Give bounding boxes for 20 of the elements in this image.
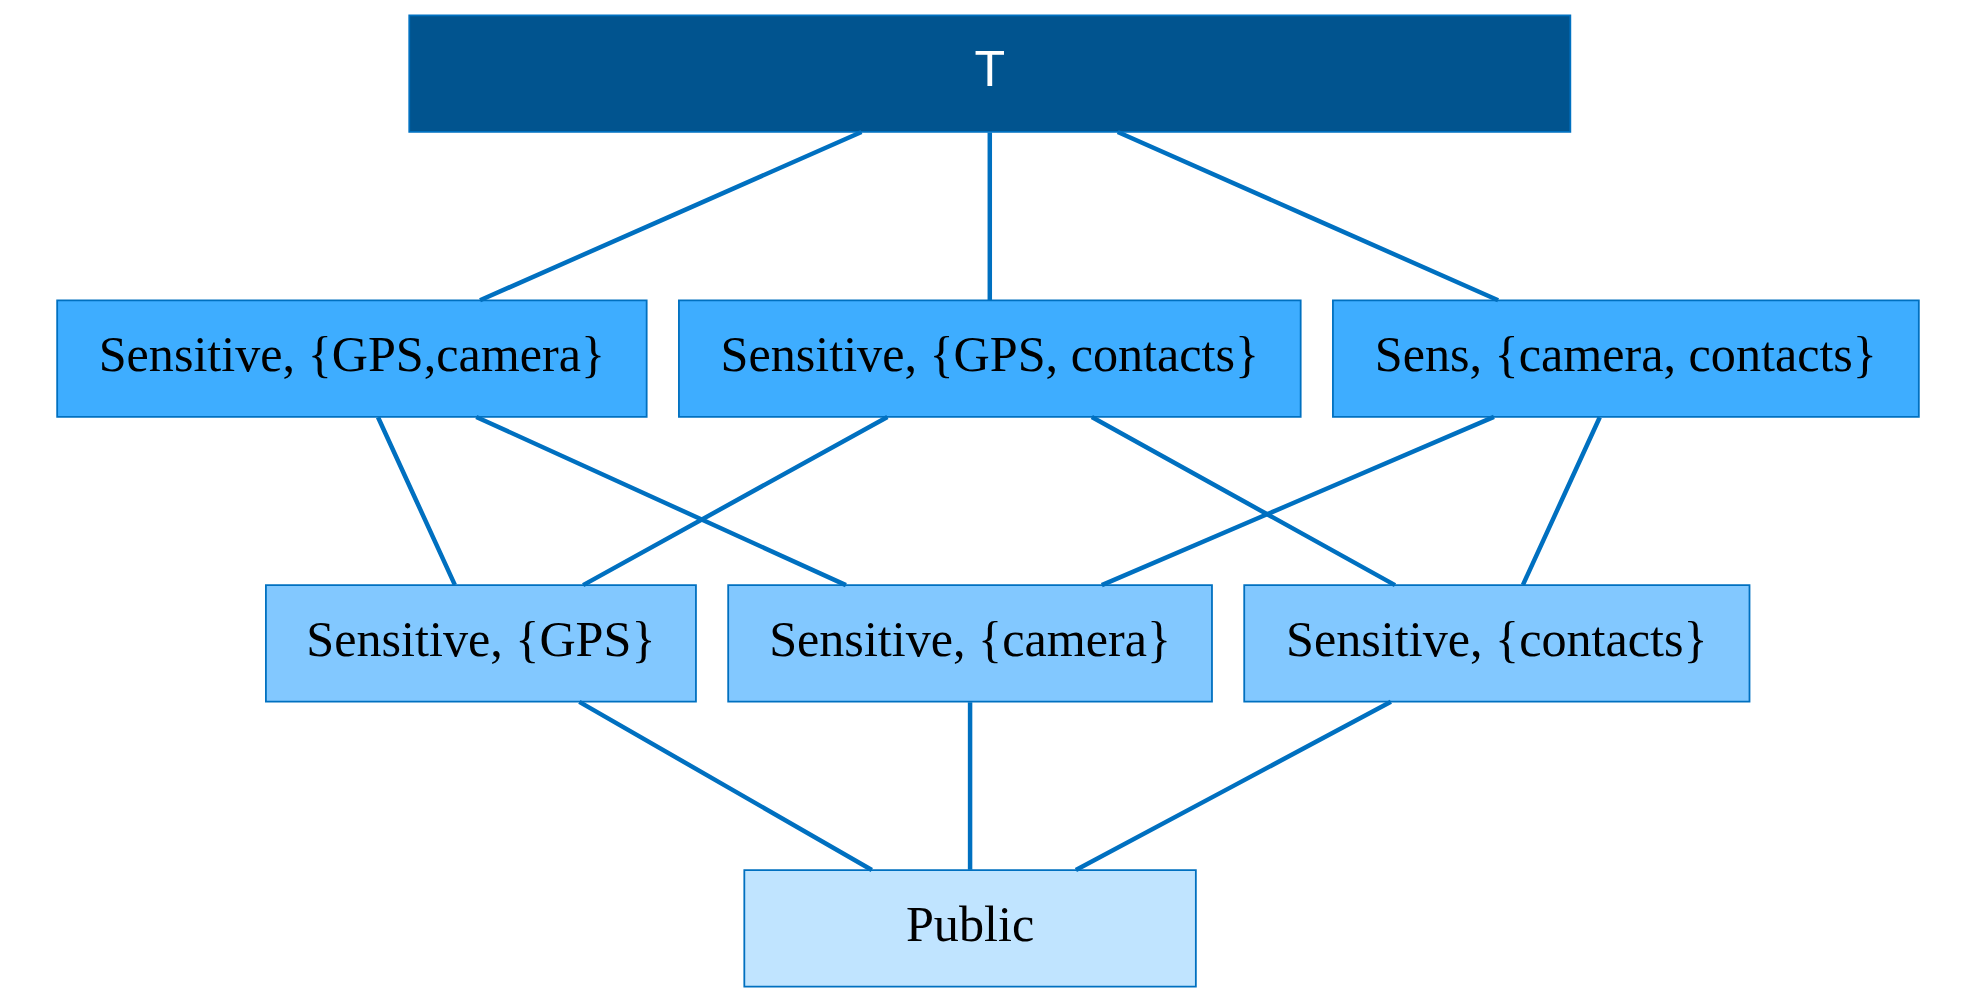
connector (967, 702, 973, 870)
connector (578, 699, 873, 872)
connector (475, 414, 847, 588)
node-box: Sensitive, {GPS,camera} (56, 299, 648, 418)
connector (1074, 699, 1392, 873)
connector (376, 416, 457, 586)
connector (1090, 414, 1397, 588)
connector (987, 132, 993, 300)
node-box: Sensitive, {camera} (727, 584, 1213, 703)
node-box: Sensitive, {contacts} (1243, 584, 1751, 703)
connector (479, 130, 863, 303)
node-box: Sensitive, {GPS} (265, 584, 697, 703)
node-box: Sens, {camera, contacts} (1332, 299, 1920, 418)
connector (1100, 414, 1495, 588)
connector (1116, 130, 1500, 303)
node-box: Public (743, 869, 1197, 988)
node-box: Sensitive, {GPS, contacts} (678, 299, 1302, 418)
connector (582, 414, 889, 588)
connector (1520, 416, 1602, 586)
node-box: T (408, 14, 1572, 133)
